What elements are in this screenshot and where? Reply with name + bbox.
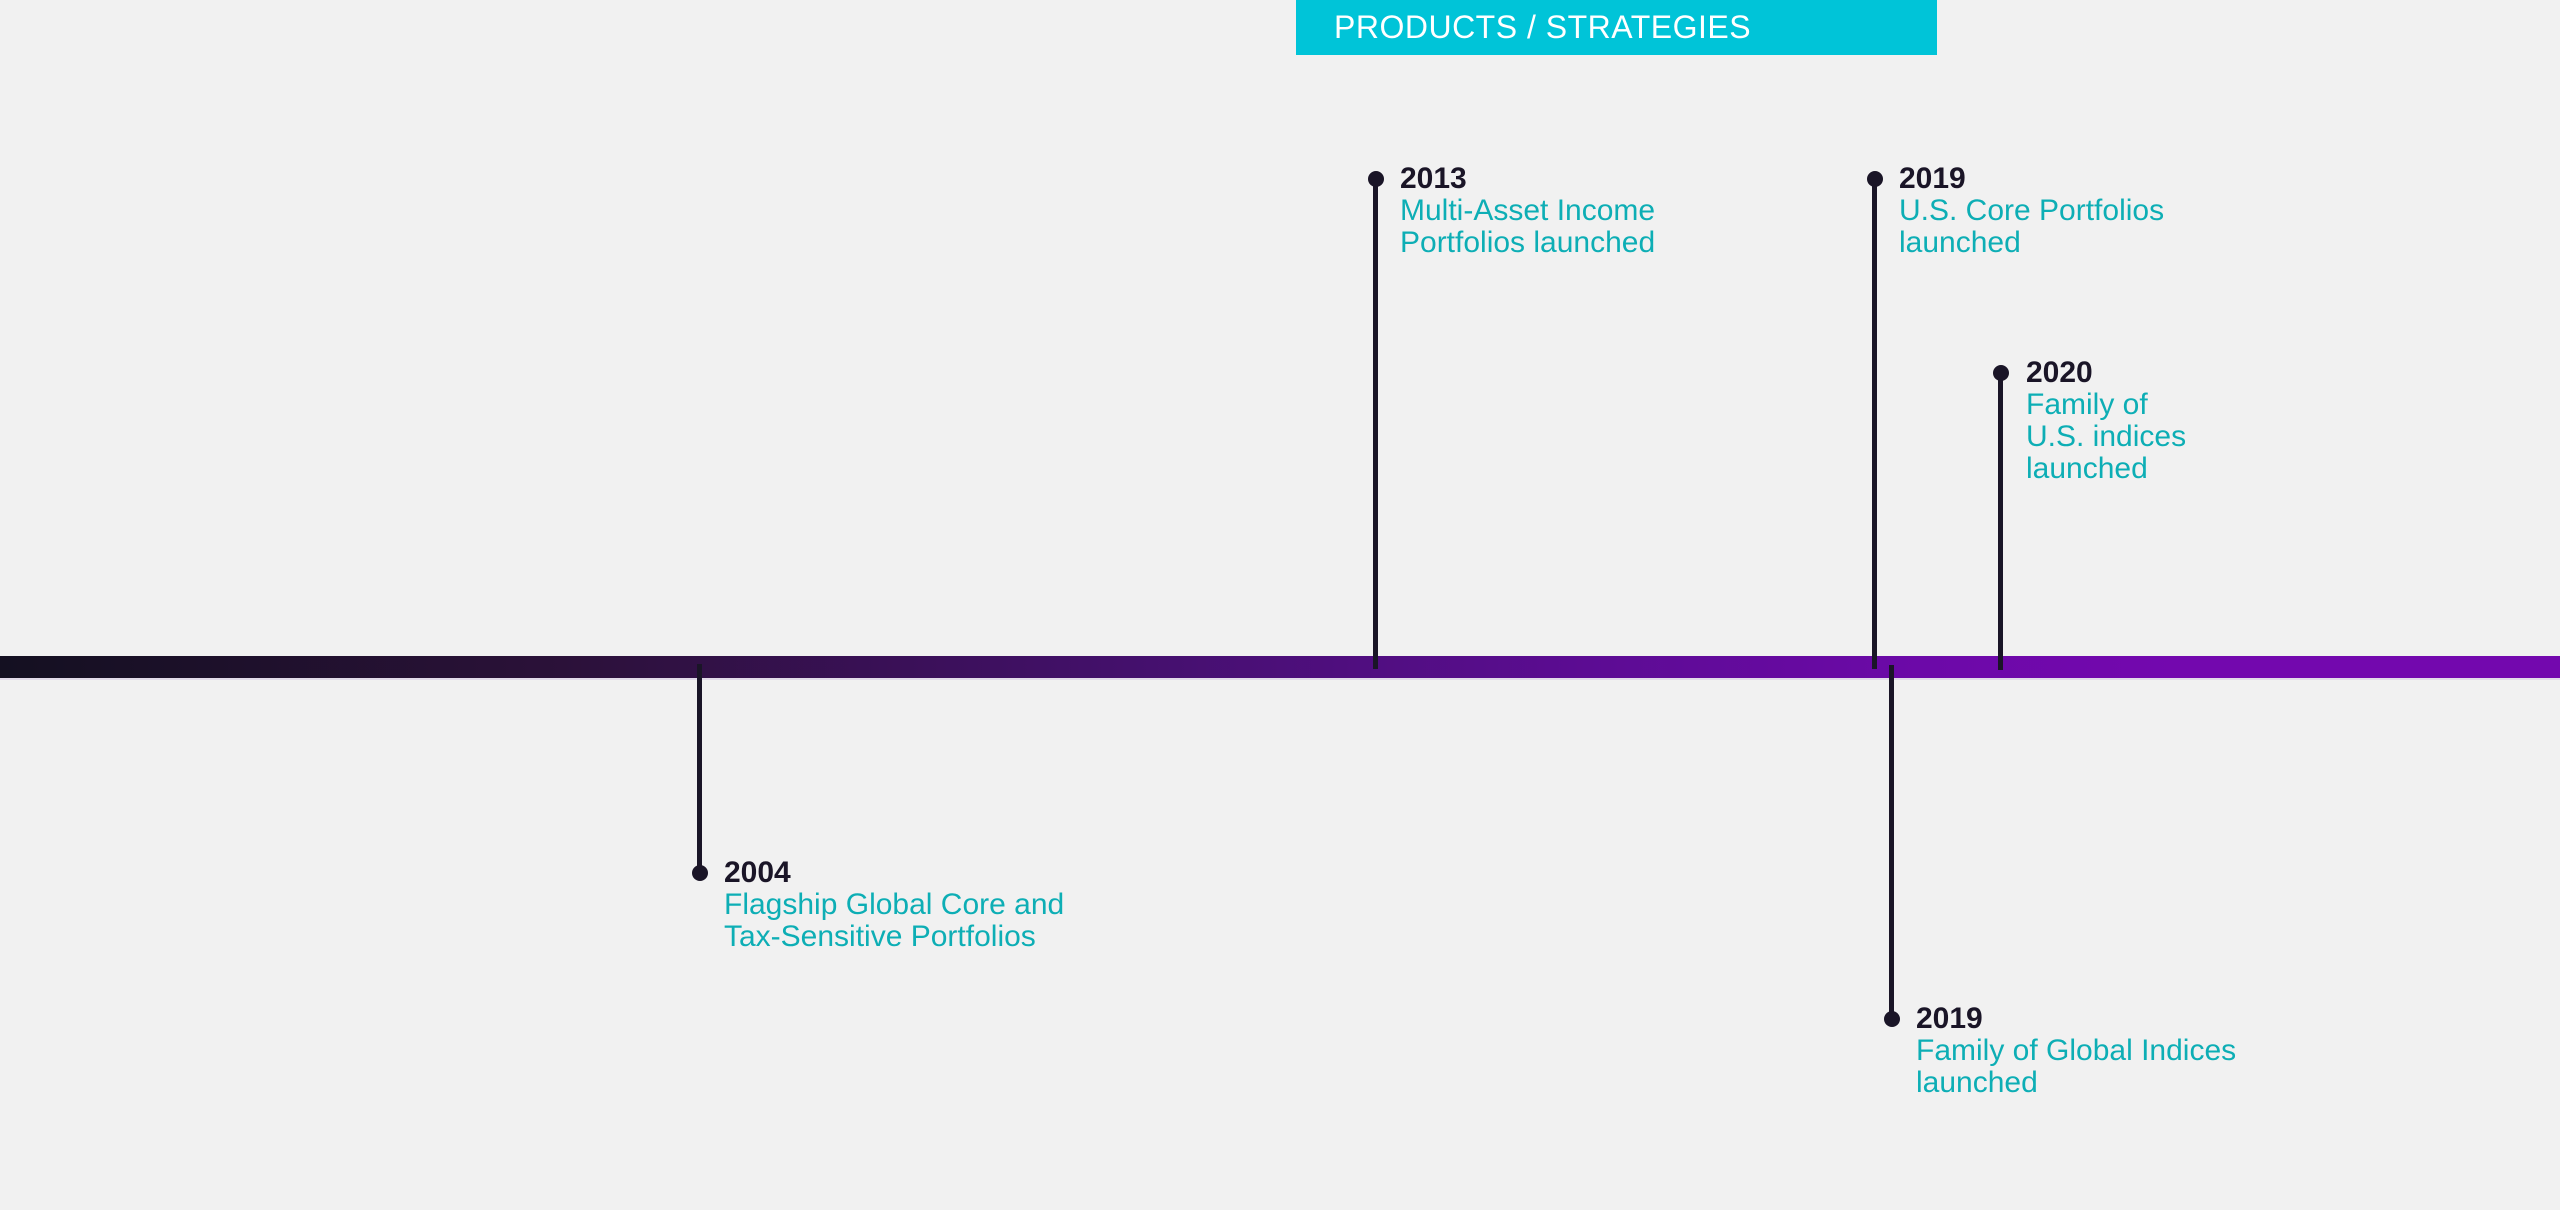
event-connector-line: [1998, 373, 2003, 670]
event-dot: [1993, 365, 2009, 381]
event-description: Multi-Asset Income Portfolios launched: [1400, 194, 1656, 259]
timeline-axis: [0, 656, 2560, 678]
event-year: 2019: [1899, 162, 1966, 195]
event-year: 2019: [1916, 1002, 1983, 1035]
event-connector-line: [1889, 665, 1894, 1019]
event-connector-line: [697, 664, 702, 873]
event-year: 2013: [1400, 162, 1467, 195]
event-year: 2020: [2026, 356, 2093, 389]
event-description: Flagship Global Core and Tax-Sensitive P…: [724, 888, 1065, 953]
event-connector-line: [1872, 179, 1877, 669]
section-banner-label: PRODUCTS / STRATEGIES: [1334, 9, 1752, 45]
event-description: U.S. Core Portfolios launched: [1899, 194, 2165, 259]
event-connector-line: [1373, 179, 1378, 669]
event-year: 2004: [724, 856, 791, 889]
event-description: Family of U.S. indices launched: [2026, 388, 2187, 485]
event-dot: [1867, 171, 1883, 187]
event-dot: [1368, 171, 1384, 187]
event-dot: [1884, 1011, 1900, 1027]
event-dot: [692, 865, 708, 881]
event-description: Family of Global Indices launched: [1916, 1034, 2237, 1099]
section-banner: PRODUCTS / STRATEGIES: [1296, 0, 1937, 55]
